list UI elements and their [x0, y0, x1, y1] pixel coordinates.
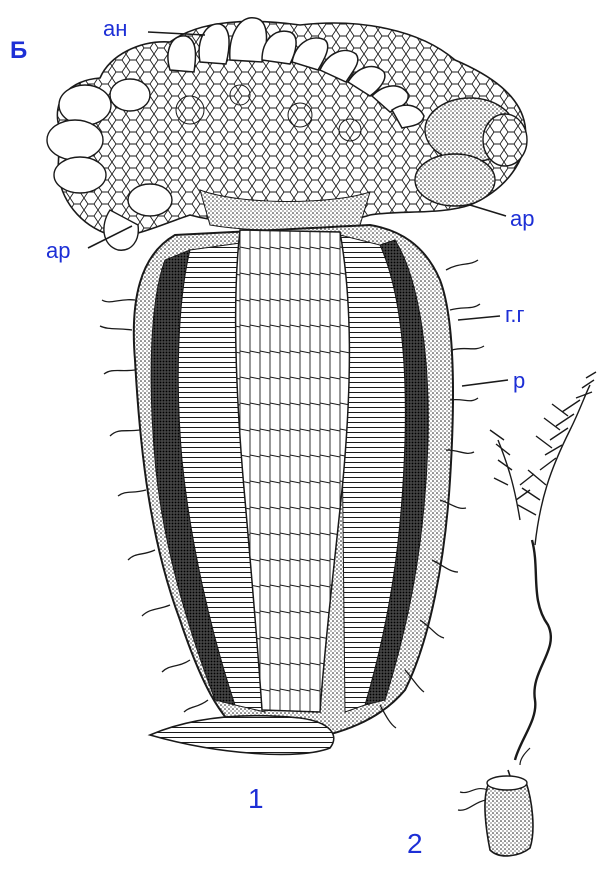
- gametophore-stem: [100, 225, 484, 754]
- archegonium-label-left: ар: [46, 240, 70, 262]
- figure-number-2: 2: [407, 833, 423, 855]
- gametophore-head: [47, 18, 527, 251]
- gg-label: г.г: [505, 304, 524, 326]
- panel-letter-label: Б: [10, 40, 27, 62]
- figure-number-1: 1: [248, 788, 264, 810]
- r-label: р: [513, 370, 525, 392]
- antheridium-label: ан: [103, 18, 127, 40]
- whole-plant-drawing: [458, 372, 596, 856]
- archegonium-label-right: ар: [510, 208, 534, 230]
